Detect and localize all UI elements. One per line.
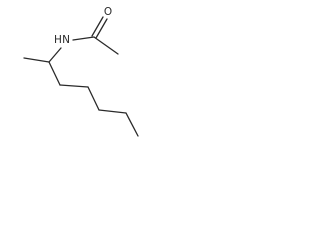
ch-methyl-bond	[23, 57, 50, 63]
chain-bond-1	[48, 61, 61, 86]
chain-bond-4	[98, 109, 127, 114]
nitrogen-hydrogen-label: H	[54, 34, 62, 46]
chain-bond-2	[59, 84, 89, 88]
structure-canvas: O N H	[0, 0, 164, 148]
n-ch-bond	[48, 47, 62, 63]
molecule-structure: O N H	[23, 6, 139, 137]
chain-bond-5	[125, 112, 139, 137]
oxygen-label: O	[104, 6, 112, 18]
carbonyl-double-bond-a	[91, 16, 104, 37]
chain-bond-3	[87, 86, 100, 111]
nitrogen-label: N	[62, 34, 70, 46]
amide-cn-bond	[72, 36, 95, 41]
carbonyl-double-bond-b	[95, 18, 108, 39]
acetyl-methyl-bond	[93, 36, 119, 55]
